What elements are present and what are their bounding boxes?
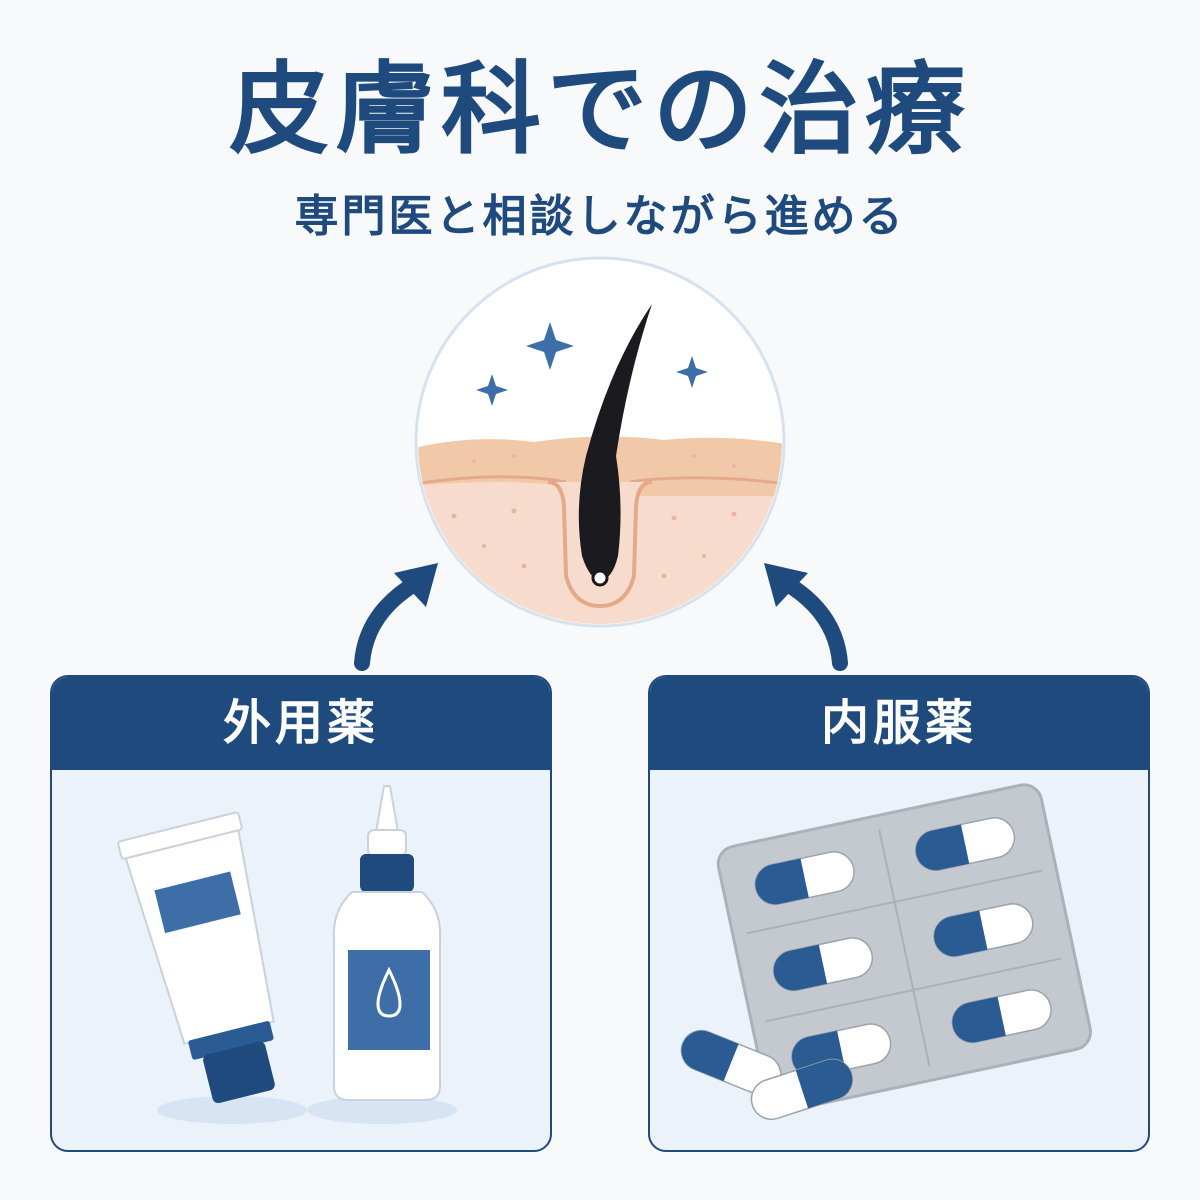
- cream-tube-and-dropper-bottle-icon: [117, 785, 457, 1124]
- topical-medicine-card: 外用薬: [50, 675, 552, 1152]
- oral-medicine-card: 内服薬: [648, 675, 1150, 1152]
- capsule-blister-pack-icon: [680, 783, 1092, 1121]
- topical-medicine-body: [52, 770, 550, 1150]
- page-subtitle: 専門医と相談しながら進める: [294, 191, 906, 242]
- topical-medicine-label: 外用薬: [52, 677, 550, 770]
- oral-medicine-label: 内服薬: [650, 677, 1148, 770]
- hair-follicle-illustration: [414, 256, 786, 628]
- right-arrow-icon: [764, 563, 848, 671]
- left-arrow-icon: [354, 563, 438, 671]
- page-title: 皮膚科での治療: [229, 51, 971, 168]
- oral-medicine-body: [650, 770, 1148, 1150]
